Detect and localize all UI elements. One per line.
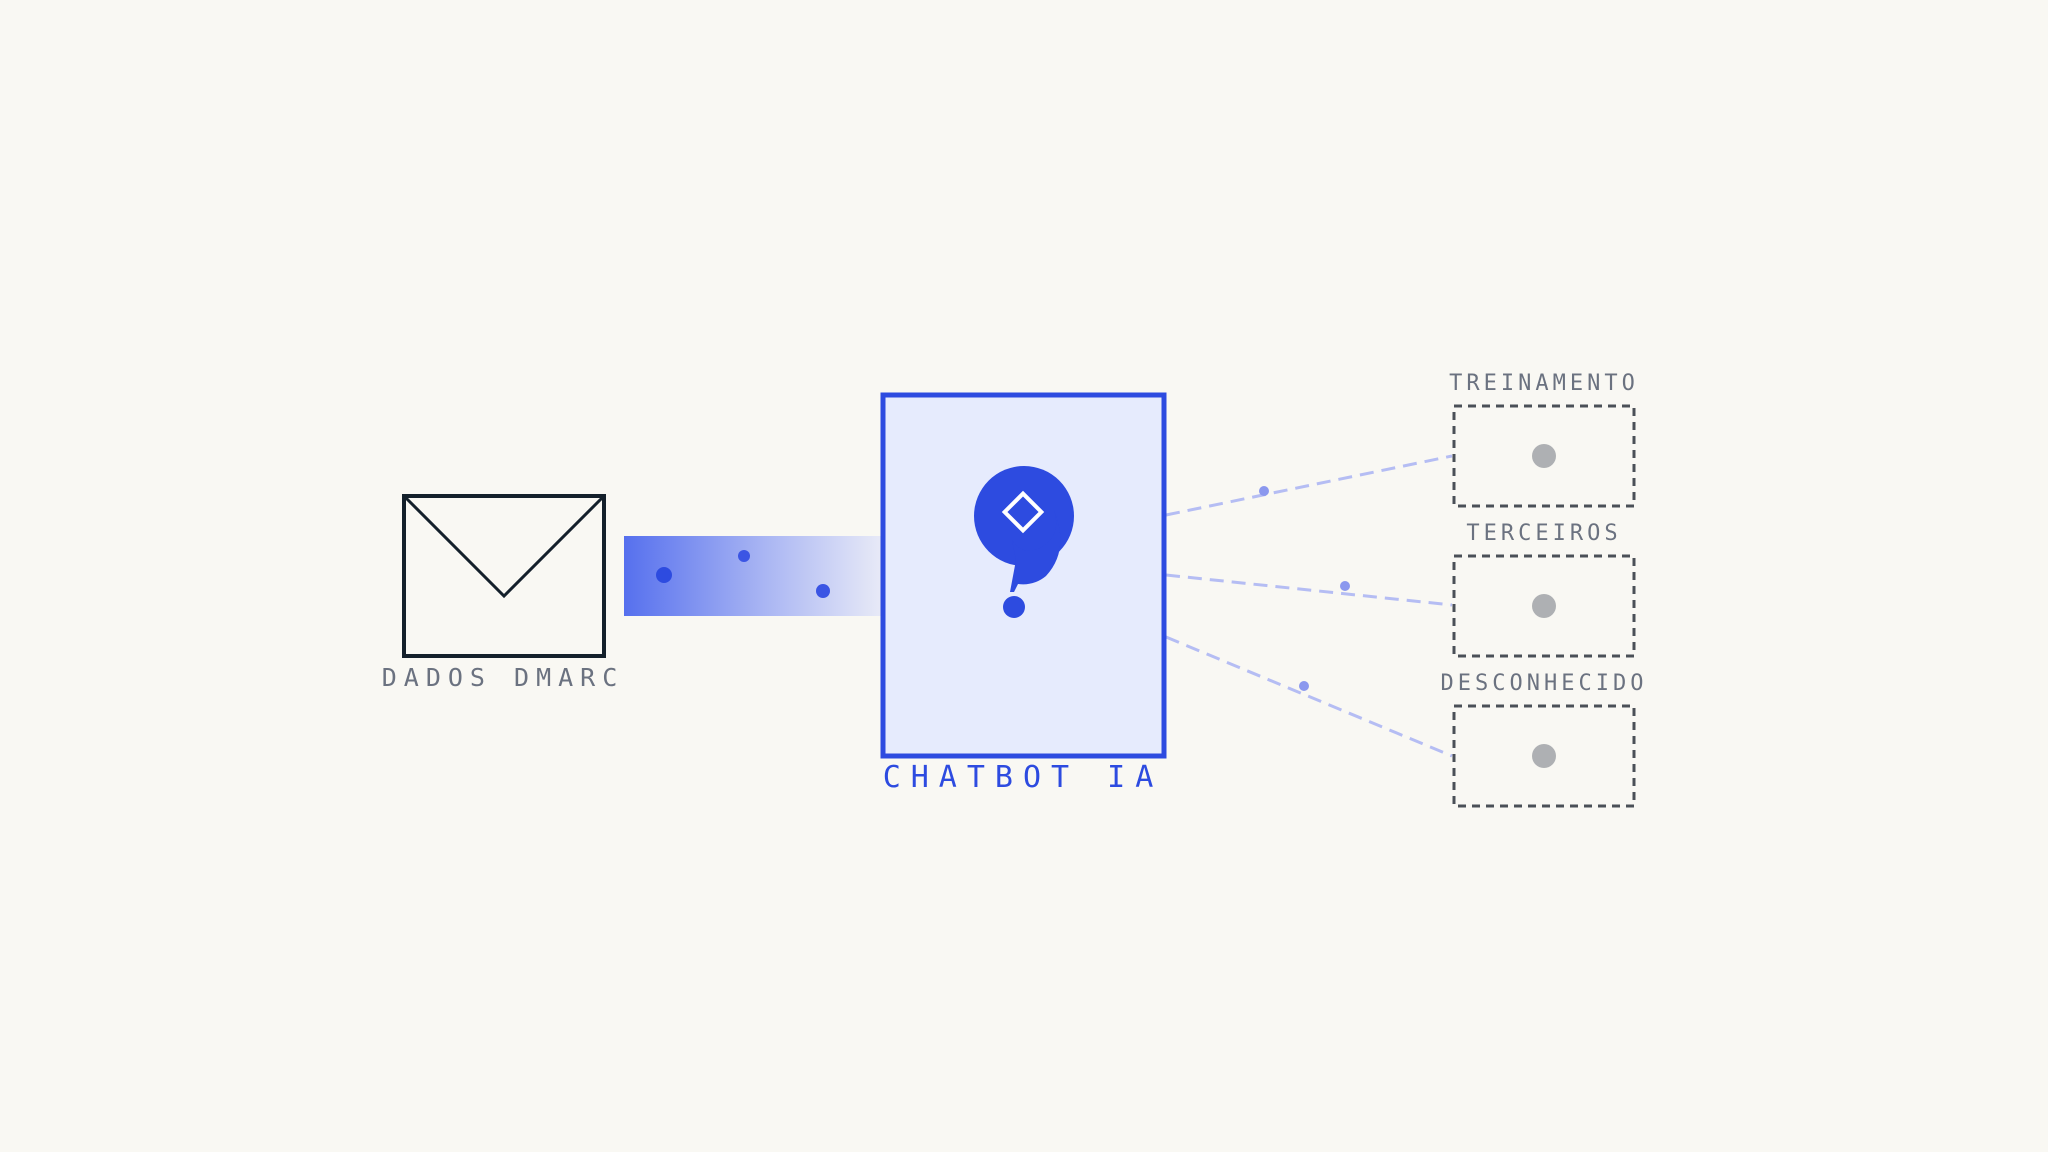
connector-line — [1165, 573, 1453, 607]
envelope-flap — [402, 494, 606, 599]
source-label: DADOS DMARC — [381, 663, 625, 692]
output-label-treinamento: TREINAMENTO — [1449, 371, 1639, 396]
output-placeholder-dot — [1532, 594, 1556, 618]
question-dot — [1003, 596, 1025, 618]
output-box-treinamento — [1452, 404, 1636, 508]
connector-packet — [1340, 581, 1350, 591]
output-placeholder-dot — [1532, 744, 1556, 768]
bubble-circle — [974, 466, 1074, 566]
data-stream — [624, 536, 882, 616]
data-packet — [738, 550, 750, 562]
output-box-terceiros — [1452, 554, 1636, 658]
chatbot-box — [880, 392, 1167, 759]
chatbot-label: CHATBOT IA — [882, 760, 1164, 795]
output-frame — [1452, 704, 1636, 808]
output-frame — [1452, 554, 1636, 658]
data-packet — [656, 567, 672, 583]
bubble-tail — [1010, 510, 1061, 592]
diamond-glyph — [1001, 490, 1045, 534]
envelope-icon — [402, 494, 606, 658]
connector-packet — [1259, 486, 1269, 496]
data-packet — [816, 584, 830, 598]
envelope-body — [402, 494, 606, 658]
output-label-terceiros: TERCEIROS — [1466, 521, 1622, 546]
connector-line — [1165, 635, 1453, 758]
output-label-desconhecido: DESCONHECIDO — [1440, 671, 1648, 696]
output-placeholder-dot — [1532, 444, 1556, 468]
connector-line — [1165, 454, 1453, 517]
output-box-desconhecido — [1452, 704, 1636, 808]
output-frame — [1452, 404, 1636, 508]
output-connectors — [1165, 454, 1453, 758]
question-bubble-icon — [974, 466, 1074, 618]
connector-packet — [1299, 681, 1309, 691]
